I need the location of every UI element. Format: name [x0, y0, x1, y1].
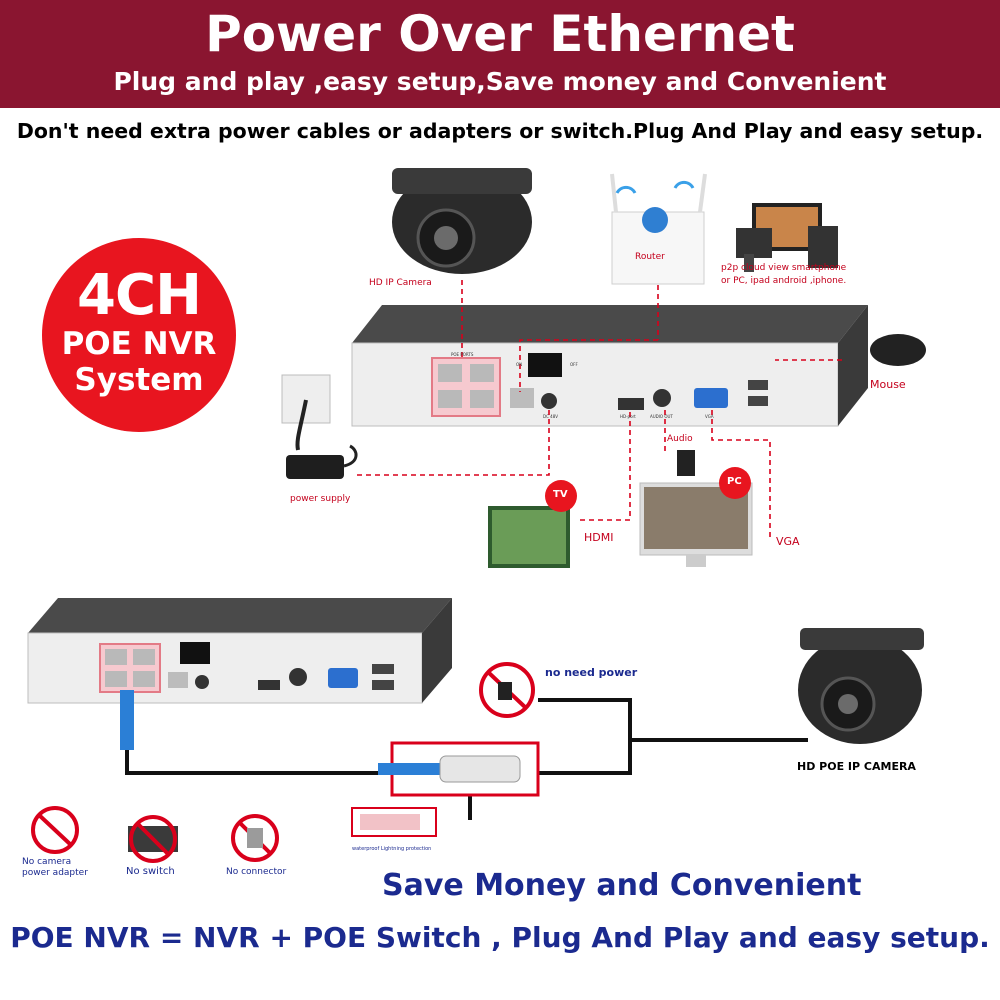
nvr-device-bottom: [27, 598, 452, 704]
poe-diagram: [27, 168, 926, 863]
power-supply-label: power supply: [290, 494, 351, 504]
poe-camera-icon: [798, 628, 924, 744]
hdmi-label: HDMI: [584, 531, 614, 544]
protection-label: waterproof Lightning protection: [352, 846, 432, 852]
poe-ports-label: POE PORTS: [451, 352, 474, 357]
page-title: Power Over Ethernet: [205, 5, 795, 63]
dc-label: DC 48V: [543, 414, 558, 419]
vga-label: VGA: [776, 535, 800, 548]
no-need-power-icon: [479, 662, 535, 718]
nvr-device-top: [351, 305, 868, 427]
vga-port-label: VGA: [705, 414, 714, 419]
tv-badge: TV: [553, 489, 568, 500]
dome-camera-icon: [392, 168, 532, 274]
badge-line-3: System: [74, 362, 204, 398]
badge-line-2: POE NVR: [61, 326, 217, 362]
badge-line-1: 4CH: [77, 263, 202, 328]
product-badge: 4CH POE NVR System: [42, 238, 236, 432]
intro-text: Don't need extra power cables or adapter…: [16, 119, 984, 143]
p2p-label-line2: or PC, ipad android ,iphone.: [721, 276, 847, 286]
power-supply-icon: [281, 374, 358, 479]
audio-label: Audio: [667, 434, 693, 444]
mouse-label: Mouse: [870, 378, 906, 391]
tv-icon: [488, 480, 577, 568]
pc-badge: PC: [727, 476, 742, 487]
page-subtitle: Plug and play ,easy setup,Save money and…: [113, 67, 887, 96]
no-connector-label: No connector: [226, 867, 287, 877]
router-icon: [610, 173, 707, 285]
on-label: ON: [516, 362, 523, 367]
pc-monitor-icon: [639, 467, 753, 567]
router-label: Router: [635, 252, 665, 262]
formula-text: POE NVR = NVR + POE Switch , Plug And Pl…: [10, 921, 990, 954]
camera-label: HD IP Camera: [369, 278, 432, 288]
no-power-adapter-icon: [31, 806, 79, 854]
speaker-icon: [677, 450, 695, 476]
hd-port-label: HD-port: [620, 414, 636, 419]
poe-connector-icon: [439, 755, 521, 783]
no-connector-icon: [231, 814, 279, 862]
no-need-power-label: no need power: [545, 666, 638, 679]
off-label: OFF: [570, 362, 578, 367]
audio-out-label: AUDIO OUT: [650, 414, 673, 419]
no-adapter-label: No camera power adapter: [22, 857, 88, 878]
no-switch-label: No switch: [126, 866, 175, 877]
mouse-icon: [870, 334, 926, 366]
no-switch-icon: [128, 815, 178, 863]
save-money-heading: Save Money and Convenient: [382, 868, 862, 903]
p2p-label-line1: p2p cloud view smartphone: [721, 263, 847, 273]
header-banner: Power Over Ethernet Plug and play ,easy …: [0, 0, 1000, 108]
devices-icon: [736, 203, 838, 272]
poe-camera-label: HD POE IP CAMERA: [797, 760, 916, 773]
